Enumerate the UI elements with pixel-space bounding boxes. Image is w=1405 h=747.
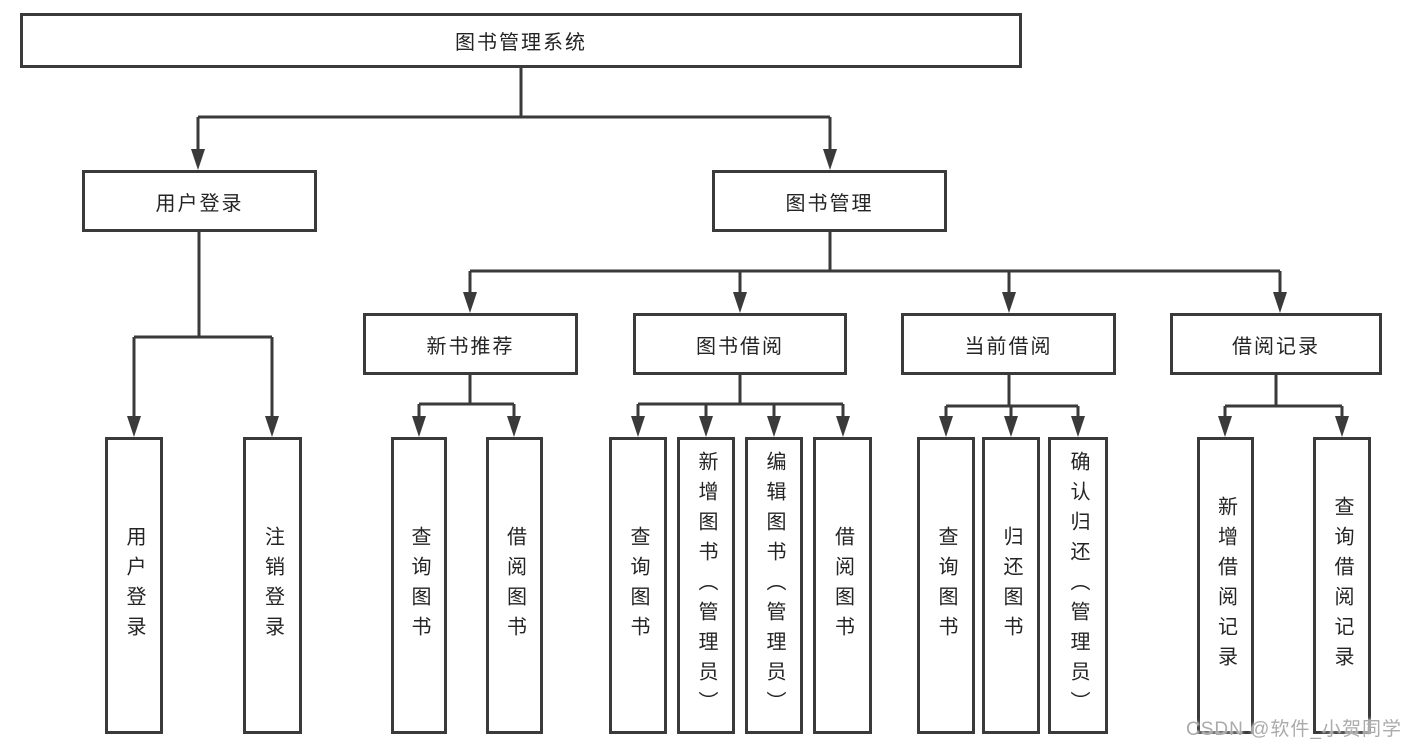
arrowheads — [127, 149, 1349, 437]
leaf-add-borrow-record: 新增借阅记录 — [1197, 437, 1254, 734]
node-book-management-label: 图书管理 — [785, 192, 874, 215]
connector-currentborrow-leaves — [944, 375, 1080, 420]
node-user-login-label: 用户登录 — [155, 192, 244, 215]
connector-bookborrow-leaves — [636, 375, 845, 420]
leaf-borrow-query-label: 查询图书 — [627, 525, 649, 646]
leaf-borrow-add-admin-label: 新增图书（管理员） — [695, 450, 717, 721]
node-borrow-record: 借阅记录 — [1170, 313, 1382, 375]
connector-borrowrecord-leaves — [1223, 375, 1344, 420]
csdn-watermark: CSDN @软件_小贺同学 — [1186, 719, 1402, 740]
leaf-borrow-query: 查询图书 — [609, 437, 667, 734]
leaf-current-query-label: 查询图书 — [935, 525, 957, 646]
node-root-label: 图书管理系统 — [455, 32, 587, 54]
connector-bookmgmt-level3 — [468, 232, 1282, 296]
leaf-newbook-borrow-label: 借阅图书 — [503, 525, 526, 646]
leaf-borrow-edit-admin: 编辑图书（管理员） — [745, 437, 803, 734]
leaf-newbook-borrow: 借阅图书 — [486, 437, 543, 734]
leaf-logout: 注销登录 — [243, 437, 302, 734]
connector-newbook-leaves — [417, 375, 516, 420]
leaf-logout-label: 注销登录 — [261, 525, 284, 646]
leaf-return-book: 归还图书 — [982, 437, 1040, 734]
node-book-management: 图书管理 — [712, 170, 947, 232]
connector-userlogin-leaves — [132, 232, 274, 420]
leaf-borrow-add-admin: 新增图书（管理员） — [677, 437, 735, 734]
node-book-borrow: 图书借阅 — [633, 313, 847, 375]
leaf-newbook-query-label: 查询图书 — [408, 525, 430, 646]
node-new-book-recommend-label: 新书推荐 — [426, 335, 515, 358]
leaf-confirm-return-admin-label: 确认归还（管理员） — [1067, 450, 1089, 721]
connector-root-level2 — [196, 68, 832, 152]
leaf-current-query: 查询图书 — [917, 437, 975, 734]
leaf-query-borrow-record-label: 查询借阅记录 — [1331, 495, 1353, 676]
node-current-borrow-label: 当前借阅 — [964, 335, 1053, 358]
leaf-user-login-label: 用户登录 — [123, 525, 145, 646]
leaf-confirm-return-admin: 确认归还（管理员） — [1048, 437, 1108, 734]
leaf-newbook-query: 查询图书 — [391, 437, 447, 734]
leaf-add-borrow-record-label: 新增借阅记录 — [1214, 495, 1237, 676]
leaf-borrow-book-label: 借阅图书 — [831, 525, 854, 646]
leaf-query-borrow-record: 查询借阅记录 — [1313, 437, 1371, 734]
node-borrow-record-label: 借阅记录 — [1232, 335, 1320, 358]
node-book-borrow-label: 图书借阅 — [696, 335, 784, 358]
leaf-borrow-book: 借阅图书 — [813, 437, 872, 734]
node-current-borrow: 当前借阅 — [901, 313, 1116, 375]
leaf-return-book-label: 归还图书 — [1000, 525, 1022, 646]
node-root-system: 图书管理系统 — [20, 13, 1022, 68]
node-user-login: 用户登录 — [82, 170, 317, 232]
node-new-book-recommend: 新书推荐 — [363, 313, 578, 375]
leaf-user-login: 用户登录 — [105, 437, 163, 734]
leaf-borrow-edit-admin-label: 编辑图书（管理员） — [763, 450, 785, 721]
